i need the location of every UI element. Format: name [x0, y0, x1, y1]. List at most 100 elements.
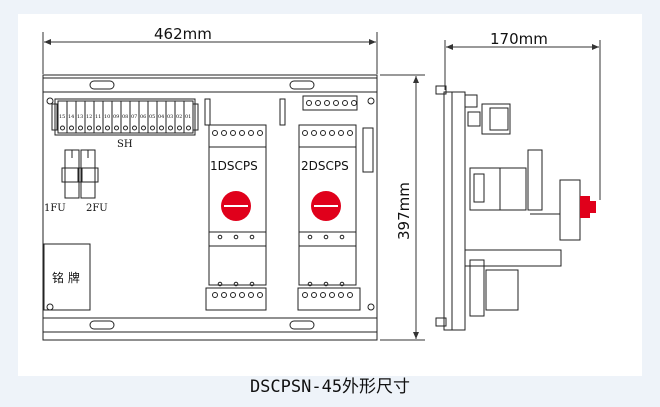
- unit-contact-dot: [233, 234, 239, 240]
- terminal-screw: [78, 125, 83, 131]
- unit-terminal-screw: [329, 130, 335, 136]
- terminal-screw: [150, 125, 155, 131]
- unit2-label: 2DSCPS: [301, 159, 349, 173]
- unit-terminal-screw: [329, 292, 335, 298]
- side-depth-dimension: 170mm: [490, 30, 548, 48]
- terminal-number: 08: [122, 114, 128, 120]
- side-knob: [580, 196, 590, 218]
- unit-contact-dot: [217, 234, 223, 240]
- unit-terminal-screw: [342, 100, 348, 106]
- terminal-screw: [69, 125, 74, 131]
- terminal-number: 02: [176, 114, 182, 120]
- unit-terminal-screw: [257, 292, 263, 298]
- terminal-number: 05: [149, 114, 155, 120]
- terminal-number: 04: [158, 114, 164, 120]
- top-rail: [42, 77, 378, 93]
- bottom-rail: [42, 317, 378, 333]
- unit-terminal-screw: [311, 130, 317, 136]
- terminal-number: 15: [59, 114, 65, 120]
- terminal-strip: [54, 98, 196, 136]
- rail-slot: [289, 320, 315, 330]
- mount-hole: [46, 97, 54, 105]
- terminal-screw: [132, 125, 137, 131]
- unit-contact-dot: [323, 234, 329, 240]
- unit-terminal-screw: [338, 130, 344, 136]
- unit-terminal-screw: [315, 100, 321, 106]
- unit-contact-dot: [217, 281, 223, 287]
- fuse-2fu: [77, 149, 99, 199]
- unit-terminal-screw: [320, 292, 326, 298]
- terminal-number: 10: [104, 114, 110, 120]
- unit-terminal-screw: [347, 292, 353, 298]
- unit-terminal-screw: [311, 292, 317, 298]
- side-knob-cap: [590, 201, 596, 213]
- unit-terminal-screw: [338, 292, 344, 298]
- terminal-number: 01: [185, 114, 191, 120]
- terminal-end-stop: [51, 103, 58, 131]
- terminal-strip-label: SH: [117, 139, 133, 150]
- terminal-screw: [186, 125, 191, 131]
- unit-contact-dot: [323, 281, 329, 287]
- terminal-screw: [168, 125, 173, 131]
- terminal-screw: [87, 125, 92, 131]
- unit-contact-dot: [307, 281, 313, 287]
- terminal-cell: [183, 100, 194, 134]
- terminal-number: 07: [131, 114, 137, 120]
- mounting-plate: [42, 74, 378, 341]
- unit-terminal-screw: [257, 130, 263, 136]
- rail-slot: [89, 80, 115, 90]
- terminal-screw: [159, 125, 164, 131]
- rail-slot: [89, 320, 115, 330]
- unit-contact-dot: [249, 281, 255, 287]
- terminal-number: 09: [113, 114, 119, 120]
- terminal-number: 13: [77, 114, 83, 120]
- unit-terminal-screw: [351, 100, 357, 106]
- unit-terminal-screw: [333, 100, 339, 106]
- terminal-number: 12: [86, 114, 92, 120]
- unit-terminal-screw: [248, 292, 254, 298]
- unit-terminal-screw: [239, 130, 245, 136]
- unit-terminal-screw: [302, 130, 308, 136]
- unit2-knob-indicator: [314, 205, 338, 207]
- front-width-dimension: 462mm: [154, 25, 212, 43]
- fuse1-label: 1FU: [44, 203, 66, 214]
- unit-terminal-screw: [221, 130, 227, 136]
- dimension-lines: [42, 32, 601, 341]
- unit-contact-dot: [339, 281, 345, 287]
- terminal-number: 11: [95, 114, 101, 120]
- side-view: [435, 85, 581, 331]
- terminal-number: 06: [140, 114, 146, 120]
- terminal-screw: [105, 125, 110, 131]
- mount-hole: [367, 97, 375, 105]
- unit1-label: 1DSCPS: [210, 159, 258, 173]
- front-height-dimension: 397mm: [395, 182, 413, 240]
- unit-contact-dot: [233, 281, 239, 287]
- figure-caption: DSCPSN-45外形尺寸: [249, 377, 411, 397]
- unit-terminal-screw: [248, 130, 254, 136]
- unit-terminal-screw: [212, 130, 218, 136]
- fuse2-label: 2FU: [86, 203, 108, 214]
- nameplate-label: 铭 牌: [52, 270, 80, 285]
- unit-terminal-screw: [306, 100, 312, 106]
- unit1-knob-indicator: [224, 205, 248, 207]
- terminal-number: 14: [68, 114, 74, 120]
- unit-terminal-screw: [230, 130, 236, 136]
- unit-terminal-screw: [347, 130, 353, 136]
- unit-terminal-screw: [324, 100, 330, 106]
- unit-terminal-screw: [320, 130, 326, 136]
- mount-hole: [367, 303, 375, 311]
- unit-contact-dot: [249, 234, 255, 240]
- mount-hole: [46, 303, 54, 311]
- nameplate-box: [43, 243, 91, 311]
- fuse-1fu: [61, 149, 83, 199]
- unit-terminal-screw: [212, 292, 218, 298]
- terminal-screw: [177, 125, 182, 131]
- terminal-screw: [114, 125, 119, 131]
- unit-terminal-screw: [230, 292, 236, 298]
- unit-terminal-screw: [221, 292, 227, 298]
- terminal-screw: [123, 125, 128, 131]
- rail-slot: [289, 80, 315, 90]
